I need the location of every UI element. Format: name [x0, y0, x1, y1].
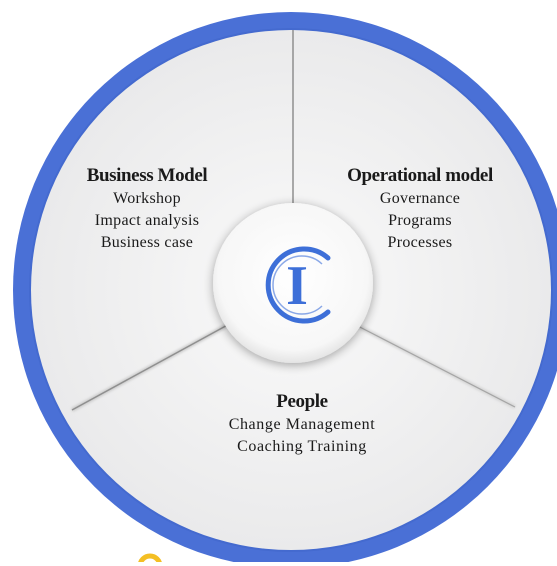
segment-item: Change Management	[228, 416, 376, 433]
segment-business-model: Business Model Workshop Impact analysis …	[62, 164, 232, 254]
yellow-accent-icon	[137, 553, 163, 566]
segment-item: Coaching Training	[237, 438, 367, 455]
segment-title: Operational model	[347, 165, 493, 186]
dividers	[71, 30, 516, 412]
center-hub	[213, 203, 373, 363]
center-logo-letter: I	[286, 255, 308, 317]
segment-title: Business Model	[86, 165, 208, 186]
segment-item: Governance	[379, 190, 461, 207]
divider-right-core	[349, 321, 516, 408]
segment-operational-model: Operational model Governance Programs Pr…	[322, 164, 518, 254]
segment-people: People Change Management Coaching Traini…	[192, 390, 412, 458]
segment-item: Programs	[388, 212, 452, 229]
segment-item: Processes	[387, 234, 453, 251]
divider-left-core	[71, 321, 234, 411]
segment-item: Impact analysis	[94, 212, 200, 229]
segment-title: People	[276, 391, 328, 412]
segment-item: Business case	[100, 234, 194, 251]
segment-item: Workshop	[113, 190, 181, 207]
ci-monogram-icon	[265, 246, 331, 324]
